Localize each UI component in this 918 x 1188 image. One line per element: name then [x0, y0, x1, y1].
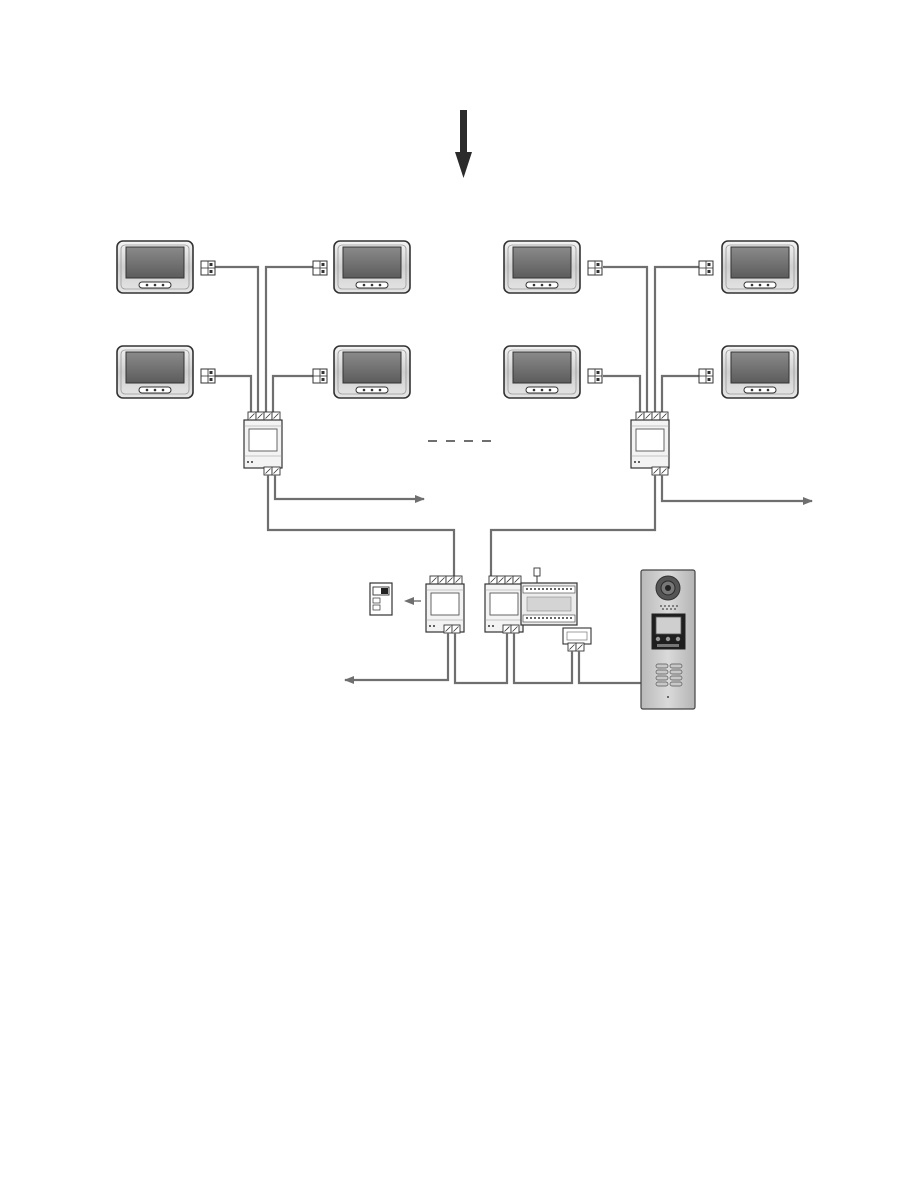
- video-monitor-icon: [722, 241, 798, 293]
- bus-wire: [491, 475, 655, 576]
- video-monitor-icon: [504, 241, 580, 293]
- terminal-strip-icon: [264, 467, 280, 475]
- terminal-strip-icon: [489, 576, 521, 584]
- video-monitor-icon: [334, 346, 410, 398]
- central-distributor: [426, 576, 464, 633]
- terminal-icon: [699, 261, 713, 275]
- video-monitor-icon: [504, 346, 580, 398]
- terminal-icon: [313, 369, 327, 383]
- left-monitor-group: [117, 241, 410, 475]
- terminal-strip-icon: [248, 412, 280, 420]
- terminal-strip-icon: [636, 412, 668, 420]
- bus-wire: [455, 633, 507, 683]
- terminal-strip-icon: [430, 576, 462, 584]
- outgoing-line-arrow: [662, 475, 812, 501]
- outdoor-door-station-icon: [641, 570, 695, 709]
- down-arrow-icon: [455, 110, 472, 178]
- video-monitor-icon: [117, 346, 193, 398]
- terminal-strip-icon: [503, 625, 519, 633]
- central-distributor: [485, 576, 523, 633]
- bus-wire: [268, 475, 454, 576]
- lock-controller-icon: [563, 628, 591, 651]
- terminal-icon: [588, 261, 602, 275]
- switch-unit-icon: [370, 583, 421, 615]
- video-distributor-icon: [244, 420, 282, 468]
- terminal-icon: [201, 261, 215, 275]
- terminal-strip-icon: [568, 643, 584, 651]
- video-monitor-icon: [334, 241, 410, 293]
- outgoing-line-arrow: [275, 475, 424, 499]
- terminal-icon: [313, 261, 327, 275]
- terminal-icon: [699, 369, 713, 383]
- terminal-icon: [588, 369, 602, 383]
- terminal-icon: [201, 369, 215, 383]
- bus-wire: [579, 651, 641, 683]
- video-monitor-icon: [117, 241, 193, 293]
- terminal-strip-icon: [652, 467, 668, 475]
- video-monitor-icon: [722, 346, 798, 398]
- power-supply-icon: [521, 568, 577, 625]
- video-distributor-icon: [631, 420, 669, 468]
- right-monitor-group: [504, 241, 798, 475]
- terminal-strip-icon: [444, 625, 460, 633]
- outgoing-line-arrow: [345, 633, 448, 680]
